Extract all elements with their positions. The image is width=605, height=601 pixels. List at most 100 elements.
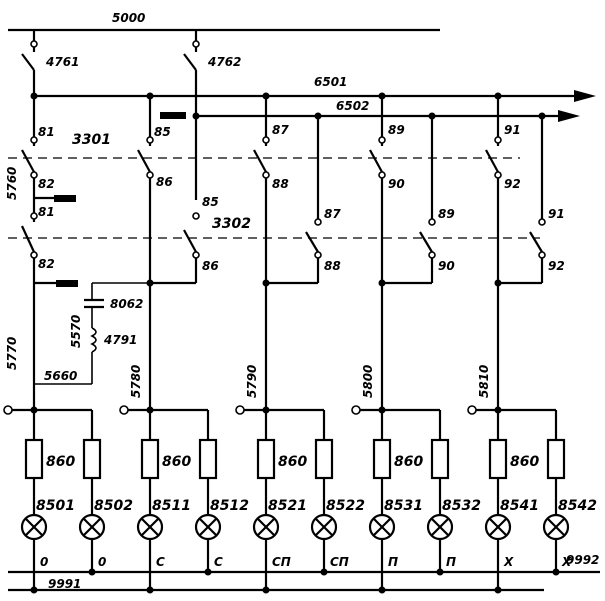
contact-85-86-blade	[137, 149, 151, 173]
wire-number-label: 8512	[210, 498, 249, 514]
junction	[192, 112, 200, 120]
contact-node	[192, 40, 200, 48]
contact-node	[262, 171, 270, 179]
lamp-cross	[315, 518, 333, 536]
wire-number-label: 8531	[384, 498, 423, 514]
contact-89b-90b-blade	[419, 231, 433, 253]
column-d: 89 90 89 90 5800	[361, 92, 455, 410]
contact-node	[428, 251, 436, 259]
bus-6502-arrow	[558, 110, 580, 122]
contact-node	[146, 136, 154, 144]
contact-91b-92b-blade	[529, 231, 543, 253]
resistor	[198, 438, 218, 480]
bus-6502-terminal	[160, 112, 186, 119]
contact-86-label: 86	[156, 175, 173, 189]
lamp-mark-label: X	[503, 555, 514, 569]
contact-85b-label: 85	[202, 195, 219, 209]
lamp-cross	[257, 518, 275, 536]
contact-91-label: 91	[504, 123, 521, 137]
lamp-mark-label: 0	[40, 555, 48, 569]
contact-86b-label: 86	[202, 259, 219, 273]
contact-node	[314, 218, 322, 226]
resistor	[82, 438, 102, 480]
contact-node	[538, 251, 546, 259]
lamp-groups: 85010850208608511C8512C8608521CП8522CП86…	[3, 405, 597, 594]
contact-node	[494, 136, 502, 144]
wire-5790-label: 5790	[245, 365, 259, 398]
terminal-node	[119, 405, 129, 415]
switch-4761-label: 4761	[45, 55, 79, 69]
contact-87-label: 87	[272, 123, 289, 137]
contact-node	[146, 171, 154, 179]
column-c: 87 88 87 88 5790	[245, 92, 341, 410]
lamp-cross	[83, 518, 101, 536]
junction	[378, 279, 386, 287]
wire-5770-label: 5770	[5, 337, 19, 370]
contact-node	[314, 251, 322, 259]
wire-5760-label: 5760	[5, 167, 19, 200]
contact-82-label: 82	[38, 177, 55, 191]
contact-92b-label: 92	[548, 259, 565, 273]
resistor	[546, 438, 566, 480]
bus-9991-label: 9991	[48, 577, 81, 591]
wire-number-label: 8532	[442, 498, 481, 514]
wire-number-label: 8502	[94, 498, 133, 514]
bus-6501-label: 6501	[314, 75, 347, 89]
lamp-cross	[199, 518, 217, 536]
junction	[262, 279, 270, 287]
terminal-5770	[56, 280, 78, 287]
contact-node	[378, 136, 386, 144]
resistor-value-label: 860	[46, 454, 75, 470]
lamp-mark-label: CП	[272, 555, 291, 569]
contact-node	[378, 171, 386, 179]
bus-6502-label: 6502	[336, 99, 369, 113]
contact-node	[30, 40, 38, 48]
contact-node	[192, 212, 200, 220]
contact-node	[30, 136, 38, 144]
junction	[146, 279, 154, 287]
contact-node	[30, 212, 38, 220]
contact-82b-label: 82	[38, 257, 55, 271]
resistor	[314, 438, 334, 480]
switch-4762-label: 4762	[207, 55, 241, 69]
contact-89-label: 89	[388, 123, 405, 137]
contact-node	[262, 136, 270, 144]
resistor	[372, 438, 392, 480]
lamp-cross	[431, 518, 449, 536]
resistor	[430, 438, 450, 480]
lamp-mark-label: П	[388, 555, 398, 569]
terminal-node	[235, 405, 245, 415]
wire-number-label: 8501	[36, 498, 75, 514]
contact-node	[494, 171, 502, 179]
lamp-mark-label: 0	[98, 555, 106, 569]
wire-5780-label: 5780	[129, 365, 143, 398]
contact-91-92-blade	[485, 149, 499, 173]
resistor-value-label: 860	[278, 454, 307, 470]
capacitor-8062-label: 8062	[110, 297, 143, 311]
resistor	[140, 438, 160, 480]
relay-3301-label: 3301	[72, 132, 111, 148]
lamp-cross	[547, 518, 565, 536]
terminal-node	[467, 405, 477, 415]
contact-90b-label: 90	[438, 259, 455, 273]
contact-node	[30, 251, 38, 259]
switch-4762-blade	[183, 53, 197, 71]
bus-6501-arrow	[574, 90, 596, 102]
wire-number-label: 8511	[152, 498, 191, 514]
coil-4791	[90, 327, 97, 353]
contact-node	[30, 171, 38, 179]
contact-91b-label: 91	[548, 207, 565, 221]
resistor	[488, 438, 508, 480]
terminal-node	[351, 405, 361, 415]
resistor-value-label: 860	[394, 454, 423, 470]
contact-node	[428, 218, 436, 226]
column-e: 91 92 91 92 5810	[477, 92, 565, 410]
contact-87-88-blade	[253, 149, 267, 173]
lamp-cross	[373, 518, 391, 536]
terminal-5760	[54, 195, 76, 202]
wire-5660-label: 5660	[44, 369, 77, 383]
terminal-node	[3, 405, 13, 415]
lamp-cross	[489, 518, 507, 536]
lamp-mark-label: X	[561, 555, 572, 569]
